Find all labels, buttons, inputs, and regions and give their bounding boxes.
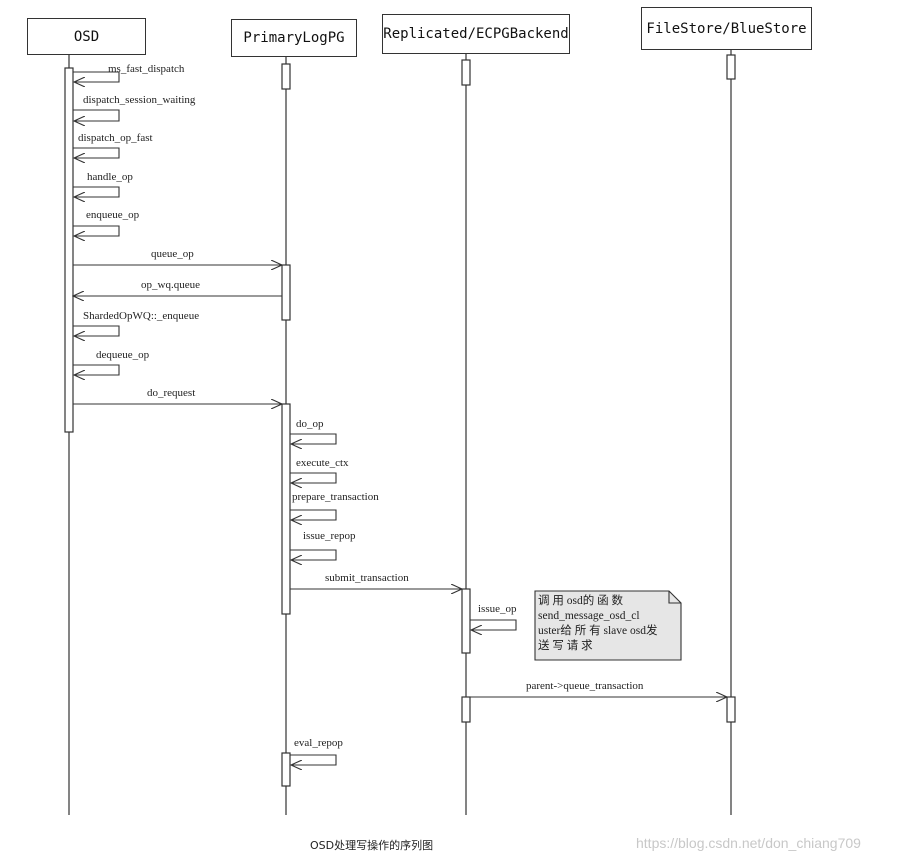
message-label: do_request (147, 387, 196, 399)
self-message-arrow (73, 71, 120, 82)
self-message-arrow (290, 433, 337, 444)
note-shape (534, 590, 682, 661)
note-line: 调 用 osd的 函 数 (538, 595, 623, 607)
self-message-arrow (290, 754, 337, 765)
message-label: prepare_transaction (292, 491, 379, 503)
activation-bar (461, 696, 471, 723)
message-label: op_wq.queue (141, 279, 200, 291)
participant-backend: Replicated/ECPGBackend (382, 14, 570, 54)
activation-bar (281, 403, 291, 615)
activation-bar (726, 54, 736, 80)
message-label: issue_repop (303, 530, 356, 542)
self-message-arrow (290, 509, 337, 520)
message-label: eval_repop (294, 737, 343, 749)
note-line: send_message_osd_cl (538, 610, 640, 622)
self-message-arrow (73, 364, 120, 375)
note-line: uster给 所 有 slave osd发 (538, 625, 658, 637)
watermark: https://blog.csdn.net/don_chiang709 (636, 835, 861, 851)
activation-bar (726, 696, 736, 723)
message-label: do_op (296, 418, 324, 430)
activation-bar (281, 752, 291, 787)
activation-bar (281, 63, 291, 90)
message-label: queue_op (151, 248, 194, 260)
self-message-arrow (73, 186, 120, 197)
participant-primarylogpg: PrimaryLogPG (231, 19, 357, 57)
message-label: dequeue_op (96, 349, 150, 361)
self-message-arrow (290, 472, 337, 483)
message-label: handle_op (87, 171, 133, 183)
self-message-arrow (290, 549, 337, 560)
activation-bar (461, 588, 471, 654)
participant-store: FileStore/BlueStore (641, 7, 812, 50)
activation-bar (64, 67, 74, 433)
message-label: execute_ctx (296, 457, 349, 469)
message-label: submit_transaction (325, 572, 409, 584)
message-label: dispatch_op_fast (78, 132, 153, 144)
participant-osd: OSD (27, 18, 146, 55)
self-message-arrow (73, 325, 120, 336)
message-label: ShardedOpWQ::_enqueue (83, 310, 200, 322)
activation-bar (281, 264, 291, 321)
note-line: 送 写 请 求 (538, 640, 593, 652)
message-label: ms_fast_dispatch (108, 63, 185, 75)
message-label: enqueue_op (86, 209, 140, 221)
message-label: issue_op (478, 603, 517, 615)
diagram-caption: OSD处理写操作的序列图 (310, 839, 434, 852)
self-message-arrow (470, 619, 517, 630)
self-message-arrow (73, 147, 120, 158)
note-fold (668, 591, 681, 604)
note: 调 用 osd的 函 数 send_message_osd_cl uster给 … (535, 591, 681, 660)
message-label: dispatch_session_waiting (83, 94, 196, 106)
message-label: parent->queue_transaction (526, 680, 644, 692)
self-message-arrow (73, 225, 120, 236)
self-message-arrow (73, 109, 120, 121)
activation-bar (461, 59, 471, 86)
